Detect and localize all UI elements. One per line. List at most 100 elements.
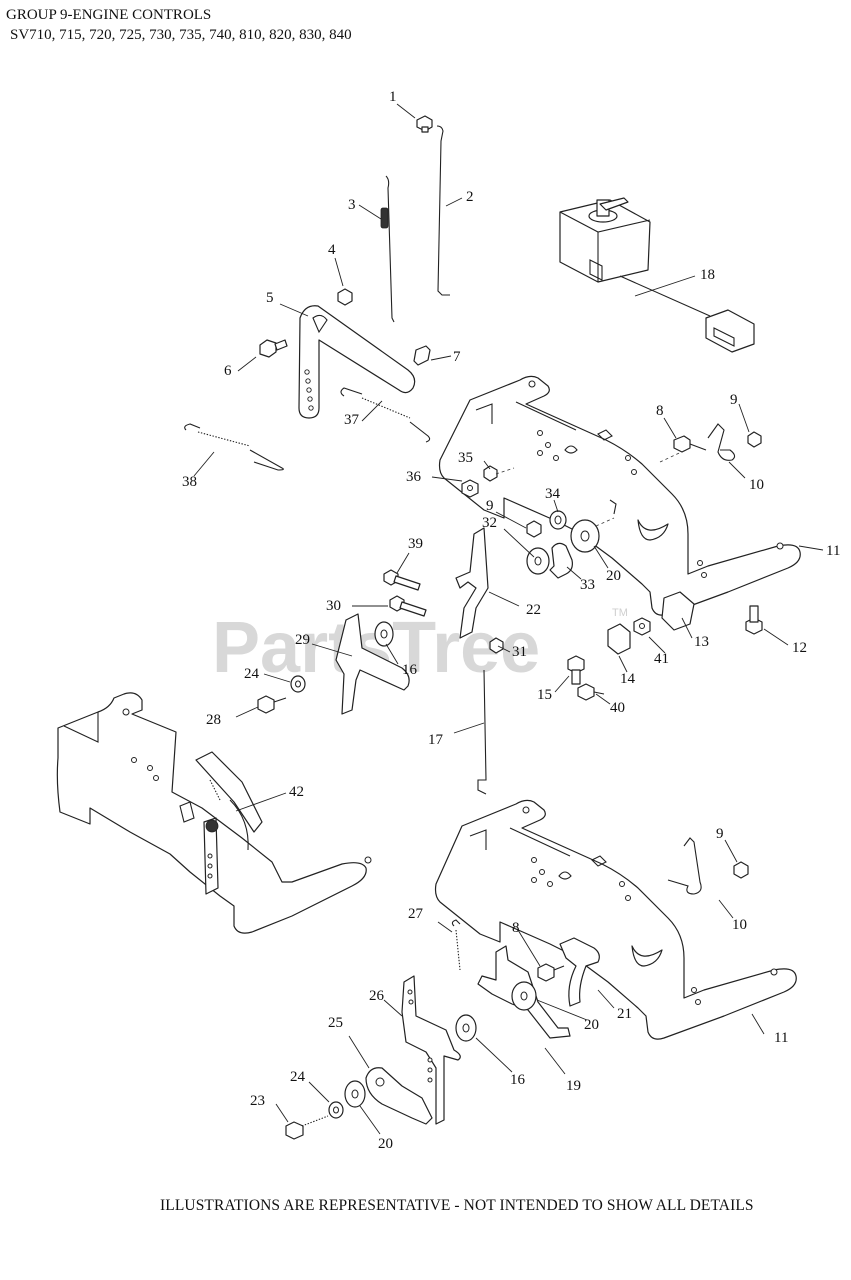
part-plate-25	[365, 1067, 433, 1125]
callout-16: 16	[510, 1072, 526, 1088]
part-bolt-28	[257, 695, 287, 714]
callout-26: 26	[369, 988, 385, 1004]
callout-17: 17	[428, 732, 444, 748]
callout-9: 9	[486, 498, 494, 514]
part-clip-7	[413, 345, 431, 366]
callout-16: 16	[402, 662, 418, 678]
callout-41: 41	[654, 651, 669, 667]
part-bolt-8-upper	[673, 435, 707, 453]
callout-24: 24	[290, 1069, 306, 1085]
part-spring-rod-3	[380, 175, 395, 323]
part-washer-24-mid	[290, 675, 306, 693]
part-spring-10-lower	[667, 837, 702, 895]
part-actuator-18	[559, 197, 755, 353]
callout-25: 25	[328, 1015, 343, 1031]
part-spring-31	[184, 423, 284, 471]
part-link-34	[549, 542, 573, 579]
part-washer-16-mid	[374, 621, 394, 647]
callout-8: 8	[512, 920, 520, 936]
callout-14: 14	[620, 671, 636, 687]
callout-2: 2	[466, 189, 474, 205]
leader-lines	[193, 103, 824, 1135]
part-washer-33	[526, 547, 550, 575]
part-block-14	[607, 623, 631, 655]
callout-12: 12	[792, 640, 807, 656]
part-rod-2	[436, 125, 450, 296]
part-nut-37	[461, 479, 479, 498]
part-bolt-39	[383, 569, 421, 591]
disclaimer-footer: ILLUSTRATIONS ARE REPRESENTATIVE - NOT I…	[160, 1197, 754, 1214]
part-washer-16-lower	[455, 1014, 477, 1042]
part-bolt-12	[745, 605, 763, 635]
part-nut-4	[337, 288, 353, 306]
watermark-tm: TM	[612, 607, 628, 619]
callout-37: 37	[344, 412, 360, 428]
callout-23: 23	[250, 1093, 265, 1109]
callout-36: 36	[406, 469, 422, 485]
part-control-assembly-42	[56, 692, 372, 934]
part-bolt-40	[577, 683, 605, 701]
part-screw-1	[416, 115, 433, 133]
callout-5: 5	[266, 290, 274, 306]
callout-11: 11	[774, 1030, 788, 1046]
part-main-plate-11-lower	[434, 799, 797, 1040]
callout-31: 31	[512, 644, 527, 660]
callout-19: 19	[566, 1078, 581, 1094]
part-bracket-29	[335, 613, 410, 715]
part-bolt-8-lower	[537, 963, 565, 982]
part-lever-21	[559, 937, 600, 1007]
callout-39: 39	[408, 536, 423, 552]
part-spring-10-upper	[707, 423, 736, 461]
callout-15: 15	[537, 687, 552, 703]
part-bolt-6	[259, 339, 288, 358]
callout-3: 3	[348, 197, 356, 213]
callout-7: 7	[453, 349, 461, 365]
watermark: PartsTree TM	[212, 607, 628, 688]
callout-28: 28	[206, 712, 221, 728]
callout-20: 20	[584, 1017, 599, 1033]
part-washer-35	[549, 510, 567, 530]
part-washer-24-lower	[328, 1101, 344, 1119]
part-spring-27	[451, 919, 461, 971]
callout-27: 27	[408, 906, 424, 922]
part-nut-36	[483, 465, 498, 482]
callout-42: 42	[289, 784, 304, 800]
callout-9: 9	[716, 826, 724, 842]
part-lever-26	[401, 975, 461, 1125]
callout-9: 9	[730, 392, 738, 408]
callout-24: 24	[244, 666, 260, 682]
part-bolt-15	[567, 655, 585, 685]
callout-34: 34	[545, 486, 561, 502]
callout-6: 6	[224, 363, 232, 379]
callout-29: 29	[295, 632, 310, 648]
part-control-bracket-5	[298, 305, 416, 419]
part-nut-32	[489, 637, 504, 654]
diagram-title: GROUP 9-ENGINE CONTROLS	[6, 7, 212, 23]
callout-1: 1	[389, 89, 397, 105]
callout-40: 40	[610, 700, 625, 716]
part-nut-9-mid	[526, 520, 542, 538]
callout-10: 10	[732, 917, 747, 933]
part-bolt-23	[285, 1115, 329, 1140]
part-nut-9-upper	[747, 431, 762, 448]
callout-38: 38	[182, 474, 197, 490]
callout-8: 8	[656, 403, 664, 419]
part-spring-38	[340, 387, 431, 443]
callout-33: 33	[580, 577, 595, 593]
callout-18: 18	[700, 267, 715, 283]
part-washer-20-lower	[511, 981, 537, 1011]
part-nut-41	[633, 617, 651, 636]
callout-30: 30	[326, 598, 341, 614]
part-washer-20-mid	[570, 519, 600, 553]
callout-20: 20	[378, 1136, 393, 1152]
callout-labels: 1234567891011121314151617182022242829303…	[182, 89, 840, 1152]
callout-35: 35	[458, 450, 473, 466]
callout-4: 4	[328, 242, 336, 258]
callout-21: 21	[617, 1006, 632, 1022]
callout-20: 20	[606, 568, 621, 584]
part-rod-17	[477, 669, 487, 795]
part-nut-9-lower	[733, 861, 749, 879]
part-clip-13	[661, 591, 695, 631]
callout-13: 13	[694, 634, 709, 650]
